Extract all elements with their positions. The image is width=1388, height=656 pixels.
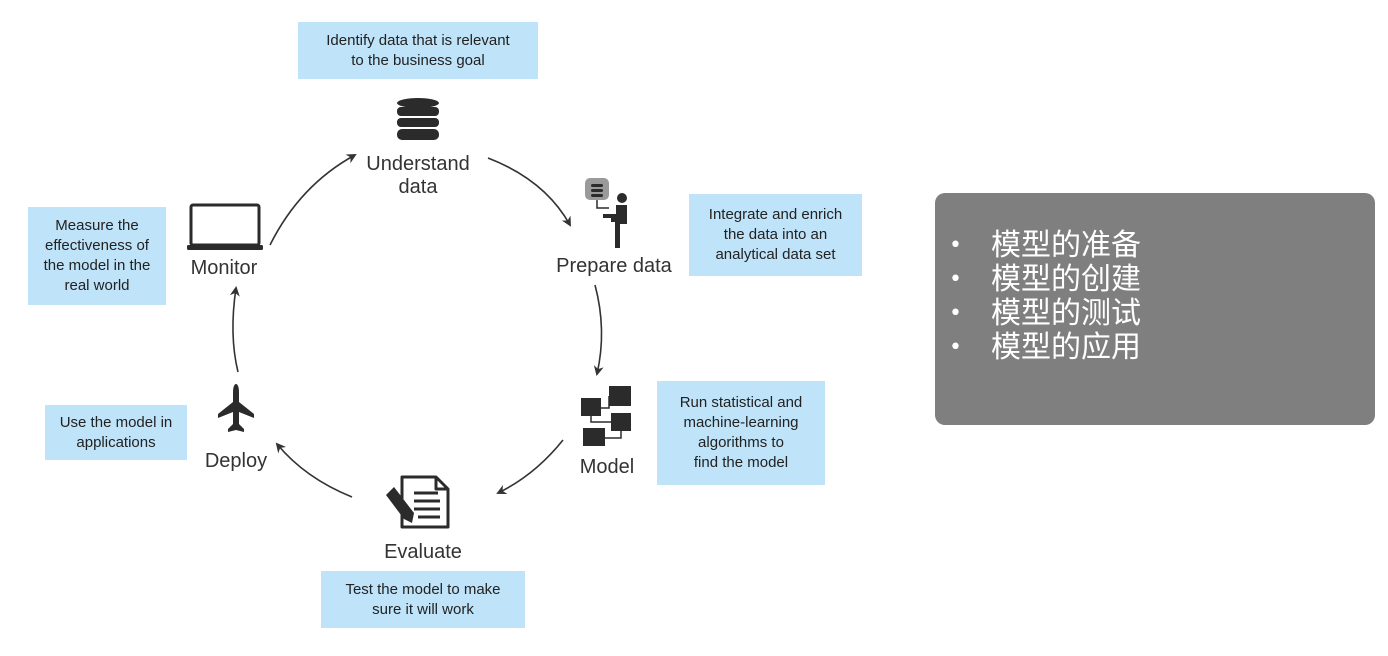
monitor-icon bbox=[187, 203, 263, 250]
arrow-prepare-to-model bbox=[593, 284, 604, 376]
list-item-text: 模型的准备 bbox=[991, 228, 1141, 263]
document-pencil-icon bbox=[386, 475, 450, 529]
bullet-icon: • bbox=[949, 335, 962, 360]
stage-label-deploy: Deploy bbox=[204, 450, 268, 472]
summary-list: • 模型的准备 • 模型的创建 • 模型的测试 • 模型的应用 bbox=[949, 229, 1375, 365]
arrow-evaluate-to-deploy bbox=[275, 442, 353, 498]
note-understand: Identify data that is relevant to the bu… bbox=[298, 22, 538, 79]
note-monitor: Measure the effectiveness of the model i… bbox=[28, 207, 166, 305]
arrow-model-to-evaluate bbox=[496, 439, 564, 494]
list-item: • 模型的测试 bbox=[949, 297, 1375, 331]
list-item-text: 模型的创建 bbox=[991, 262, 1141, 297]
person-at-computer-icon bbox=[585, 178, 627, 248]
stage-label-monitor: Monitor bbox=[190, 257, 258, 279]
list-item-text: 模型的测试 bbox=[991, 296, 1141, 331]
list-item: • 模型的准备 bbox=[949, 229, 1375, 263]
arrow-deploy-to-monitor bbox=[229, 286, 240, 373]
list-item-text: 模型的应用 bbox=[991, 330, 1141, 365]
summary-panel: • 模型的准备 • 模型的创建 • 模型的测试 • 模型的应用 bbox=[935, 193, 1375, 425]
database-icon bbox=[397, 98, 439, 140]
list-item: • 模型的应用 bbox=[949, 331, 1375, 365]
note-model: Run statistical and machine-learning alg… bbox=[657, 381, 825, 485]
bullet-icon: • bbox=[949, 233, 962, 258]
flowchart-blocks-icon bbox=[581, 386, 631, 446]
bullet-icon: • bbox=[949, 267, 962, 292]
note-deploy: Use the model in applications bbox=[45, 405, 187, 460]
stage-label-prepare: Prepare data bbox=[556, 255, 672, 277]
stage-label-model: Model bbox=[579, 456, 635, 478]
stage-label-evaluate: Evaluate bbox=[384, 541, 462, 563]
bullet-icon: • bbox=[949, 301, 962, 326]
stage-label-understand: Understand data bbox=[366, 153, 470, 198]
note-evaluate: Test the model to make sure it will work bbox=[321, 571, 525, 628]
arrow-monitor-to-understand bbox=[269, 154, 357, 246]
note-prepare: Integrate and enrich the data into an an… bbox=[689, 194, 862, 276]
airplane-icon bbox=[218, 384, 254, 432]
arrow-understand-to-prepare bbox=[487, 157, 571, 227]
list-item: • 模型的创建 bbox=[949, 263, 1375, 297]
